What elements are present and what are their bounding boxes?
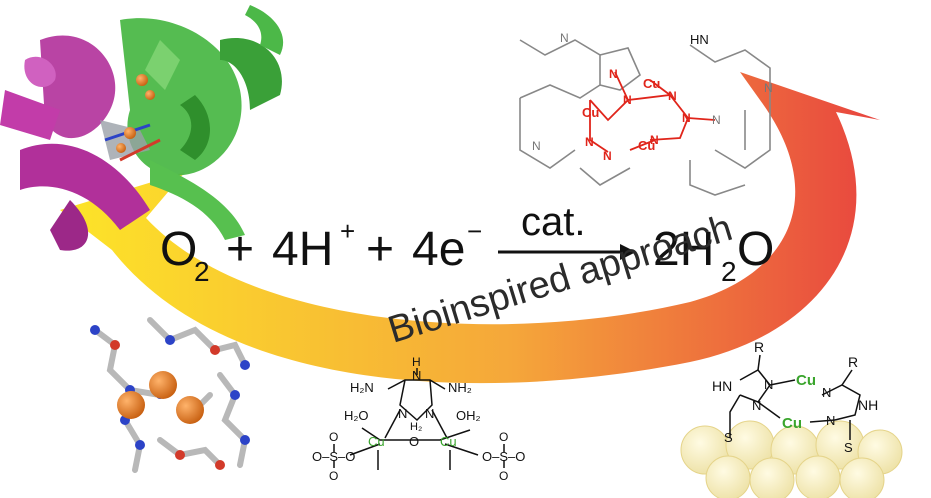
top-n-red: N (603, 149, 612, 163)
sulfate-o-top: O (329, 430, 338, 444)
surface-n: N (764, 377, 773, 392)
top-n-gray: N (532, 139, 541, 153)
top-cu-3: Cu (638, 138, 655, 153)
top-n-red: N (650, 133, 659, 147)
ring-h2: H₂ (410, 421, 422, 433)
top-n-red: N (609, 67, 618, 81)
sulfate-o-bottom: O (499, 469, 508, 483)
surface-cu2: Cu (782, 415, 802, 432)
reaction-arrow-head (620, 244, 636, 260)
reactant-electrons: 4e (412, 223, 465, 276)
reactant-o2-subscript: 2 (194, 256, 210, 287)
product-water-o: O (737, 223, 774, 276)
bioinspired-arrow (60, 72, 880, 384)
top-n-gray: N (712, 113, 721, 127)
copper-atom (149, 371, 177, 399)
ring-n-left: N (398, 406, 407, 421)
top-n-red: N (668, 89, 677, 103)
top-n-gray: N (560, 31, 569, 45)
copper-atom (176, 396, 204, 424)
reactant-o2: O (160, 223, 197, 276)
top-n-red: N (623, 93, 632, 107)
proton-charge: + (340, 216, 355, 246)
surface-hn: HN (712, 378, 732, 394)
amine-left: H₂N (350, 380, 374, 395)
product-water: 2H (653, 223, 714, 276)
product-water-subscript: 2 (721, 256, 737, 287)
top-complex-bonds (519, 39, 771, 196)
ring-n-h2: N (425, 406, 434, 421)
bottom-complex-bonds (333, 368, 505, 470)
surface-n: N (826, 413, 835, 428)
sulfate-o-top: O (499, 430, 508, 444)
top-n-red: N (585, 135, 594, 149)
surface-cu1: Cu (796, 372, 816, 389)
surface-nh: NH (858, 397, 878, 413)
copper-left: Cu (368, 434, 385, 449)
water-right: OH₂ (456, 408, 481, 423)
atom-markers (90, 325, 250, 470)
water-left: H₂O (344, 408, 369, 423)
ring-n-top: N (412, 368, 421, 383)
surface-n: N (822, 385, 831, 400)
bridging-oxygen: O (409, 434, 419, 449)
gold-surface (680, 420, 903, 498)
surface-r1: R (754, 339, 764, 355)
top-n-gray: N (764, 81, 773, 95)
ring-h: H (412, 355, 421, 369)
reactant-protons: 4H (272, 223, 333, 276)
copper-atom (117, 391, 145, 419)
amine-right: NH₂ (448, 380, 472, 395)
electron-charge: − (467, 216, 482, 246)
plus-sign: + (226, 223, 254, 276)
top-n-red: N (682, 111, 691, 125)
top-complex-red-bonds (589, 71, 716, 153)
sulfate-right: O–S–O (482, 449, 525, 464)
surface-r2: R (848, 354, 858, 370)
catalyst-label: cat. (521, 200, 585, 244)
top-cu-1: Cu (643, 76, 660, 91)
surface-s1: S (724, 430, 733, 445)
plus-sign: + (366, 223, 394, 276)
copper-right: Cu (440, 434, 457, 449)
top-hn-label: HN (690, 32, 709, 47)
surface-n: N (752, 398, 761, 413)
sulfate-left: O–S–O (312, 449, 355, 464)
sulfate-o-bottom: O (329, 469, 338, 483)
surface-complex-bonds (729, 354, 861, 440)
top-cu-2: Cu (582, 105, 599, 120)
protein-structure (0, 5, 284, 251)
surface-s2: S (844, 440, 853, 455)
